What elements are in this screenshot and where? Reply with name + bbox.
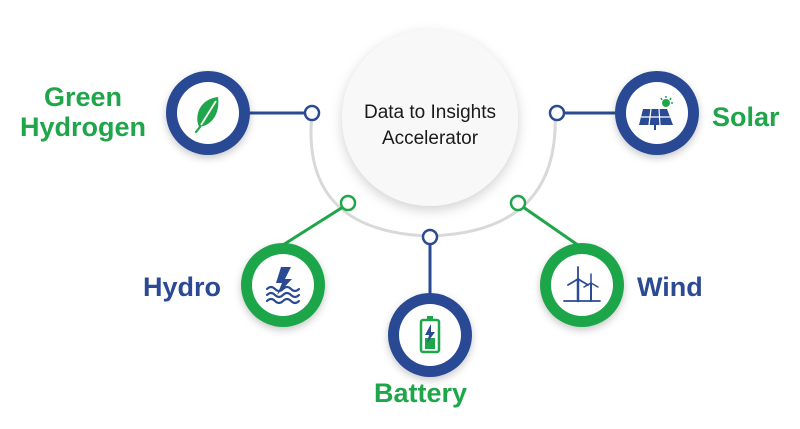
node-hydro — [241, 243, 325, 327]
label-green-hydrogen-line2: Hydrogen — [19, 112, 146, 142]
label-green-hydrogen-line1: Green — [43, 82, 123, 112]
node-battery — [388, 293, 472, 377]
center-circle — [342, 30, 518, 206]
battery-icon — [419, 316, 441, 354]
label-battery: Battery — [374, 378, 468, 408]
node-wind — [540, 243, 624, 327]
junction-dot-solar — [548, 104, 566, 122]
leaf-icon — [194, 97, 219, 134]
junction-dot-wind — [509, 194, 527, 212]
connector-wind — [522, 205, 586, 252]
label-solar: Solar — [712, 102, 780, 132]
label-hydro: Hydro — [143, 272, 222, 302]
solar-panel-icon — [639, 96, 673, 130]
junction-dot-hydro — [339, 194, 357, 212]
junction-dot-green-hydrogen — [303, 104, 321, 122]
connector-hydro — [274, 205, 344, 252]
node-solar — [615, 71, 699, 155]
hydro-water-icon — [265, 267, 301, 305]
center-title: Data to Insights Accelerator — [340, 100, 520, 152]
center-title-line1: Data to Insights — [363, 102, 497, 123]
wind-turbine-icon — [563, 266, 601, 303]
label-wind: Wind — [637, 272, 703, 302]
junction-dot-battery — [421, 228, 439, 246]
center-title-line2: Accelerator — [381, 128, 479, 149]
label-green-hydrogen: Green Hydrogen — [8, 82, 158, 142]
node-green-hydrogen — [166, 71, 250, 155]
